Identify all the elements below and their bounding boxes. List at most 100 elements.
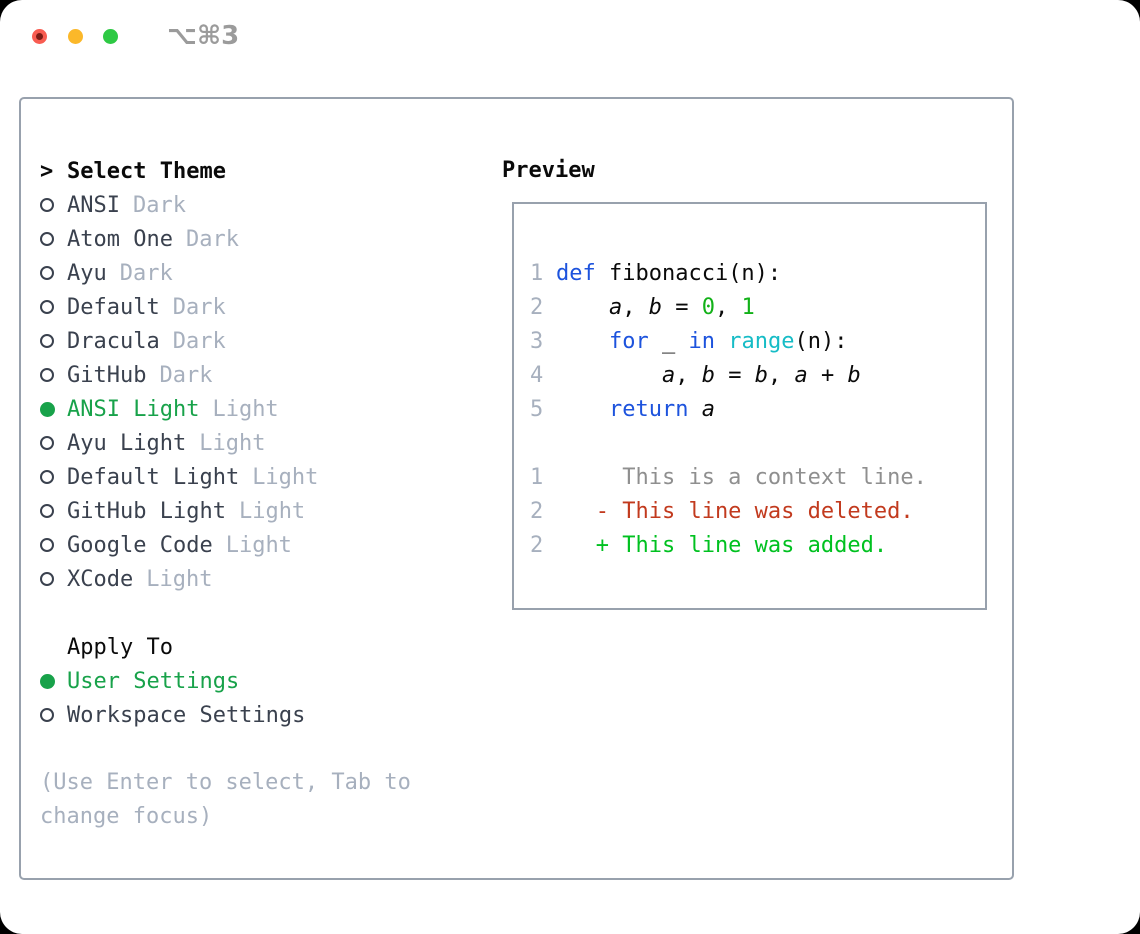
code-token (688, 397, 701, 422)
option-label: Ayu (67, 260, 107, 286)
code-token: a (701, 397, 715, 422)
code-token: b (847, 363, 861, 388)
theme-option-ansi-light[interactable]: ANSI Light Light (40, 392, 490, 426)
select-theme-title: Select Theme (67, 158, 226, 184)
code-token: (n): (794, 329, 848, 354)
spacer (40, 732, 490, 766)
option-label: Google Code (67, 532, 213, 558)
option-label: Dracula (67, 328, 160, 354)
radio-icon (40, 334, 54, 348)
theme-picker-left-column: > Select Theme ANSI Dark Atom One Dark A… (40, 154, 490, 834)
option-variant-label: Light (199, 430, 266, 456)
theme-picker-panel: > Select Theme ANSI Dark Atom One Dark A… (19, 97, 1014, 880)
code-line: 4 a, b = b, a + b (530, 359, 985, 393)
option-variant-label: Light (212, 396, 279, 422)
theme-option-github[interactable]: GitHub Dark (40, 358, 490, 392)
code-line: 1 This is a context line. (530, 461, 985, 495)
radio-icon (40, 232, 54, 246)
theme-list: ANSI Dark Atom One Dark Ayu Dark Default… (40, 188, 490, 596)
option-label: Workspace Settings (67, 702, 306, 728)
radio-icon (40, 401, 55, 417)
apply-to-header-row: Apply To (40, 630, 490, 664)
code-token (556, 363, 662, 388)
theme-option-default[interactable]: Default Dark (40, 290, 490, 324)
option-label: GitHub Light (67, 498, 226, 524)
apply-option-workspace-settings[interactable]: Workspace Settings (40, 698, 490, 732)
theme-option-ayu-light[interactable]: Ayu Light Light (40, 426, 490, 460)
prompt-icon: > (40, 158, 54, 184)
code-token (715, 329, 728, 354)
code-token: a (661, 363, 676, 388)
option-label: ANSI Light (67, 396, 200, 422)
option-variant-label: Light (238, 498, 306, 524)
spacer (40, 596, 490, 630)
theme-option-google-code[interactable]: Google Code Light (40, 528, 490, 562)
option-label: XCode (67, 566, 134, 592)
theme-option-ansi[interactable]: ANSI Dark (40, 188, 490, 222)
radio-icon (40, 266, 54, 280)
code-token: b (754, 363, 768, 388)
code-token: , (622, 295, 649, 320)
option-variant-label: Light (146, 566, 213, 592)
theme-option-github-light[interactable]: GitHub Light Light (40, 494, 490, 528)
code-token: + (807, 363, 848, 388)
option-label: Atom One (67, 226, 173, 252)
code-token: , (767, 363, 795, 388)
radio-icon (40, 673, 55, 689)
option-label: Default (67, 294, 160, 320)
line-number: 2 (530, 499, 544, 524)
window-titlebar: ⌥⌘3 (0, 0, 1140, 70)
line-number: 1 (530, 261, 544, 286)
close-button[interactable] (32, 29, 47, 44)
radio-icon (40, 368, 54, 382)
code-token: , (714, 295, 742, 320)
code-line: 2 - This line was deleted. (530, 495, 985, 529)
code-token: , (675, 363, 702, 388)
zoom-button[interactable] (103, 29, 118, 44)
code-token: 0 (701, 295, 715, 320)
theme-option-dracula[interactable]: Dracula Dark (40, 324, 490, 358)
code-token: _ (648, 329, 689, 354)
option-variant-label: Light (252, 464, 319, 490)
code-token: range (728, 329, 795, 354)
line-number: 2 (530, 295, 544, 320)
code-line: 2 + This line was added. (530, 529, 985, 563)
option-variant-label: Dark (185, 226, 239, 252)
line-number: 2 (530, 533, 544, 558)
select-theme-header-row: > Select Theme (40, 154, 490, 188)
option-variant-label: Dark (132, 192, 186, 218)
option-label: ANSI (67, 192, 120, 218)
radio-icon (40, 538, 54, 552)
code-token: b (701, 363, 715, 388)
option-variant-label: Dark (172, 294, 226, 320)
code-token: def (556, 261, 609, 286)
radio-icon (40, 198, 54, 212)
theme-option-default-light[interactable]: Default Light Light (40, 460, 490, 494)
option-label: GitHub (67, 362, 147, 388)
radio-icon (40, 300, 54, 314)
theme-option-xcode[interactable]: XCode Light (40, 562, 490, 596)
radio-icon (40, 470, 54, 484)
window-title: ⌥⌘3 (167, 21, 240, 51)
theme-option-ayu[interactable]: Ayu Dark (40, 256, 490, 290)
radio-icon (40, 436, 54, 450)
radio-icon (40, 572, 54, 586)
code-token: This is a context line. (556, 465, 927, 490)
apply-to-title: Apply To (67, 634, 173, 660)
code-token: = (714, 363, 755, 388)
theme-option-atom-one[interactable]: Atom One Dark (40, 222, 490, 256)
minimize-button[interactable] (68, 29, 83, 44)
apply-option-user-settings[interactable]: User Settings (40, 664, 490, 698)
line-number: 4 (530, 363, 544, 388)
code-token: a (608, 295, 623, 320)
option-label: Ayu Light (67, 430, 187, 456)
code-line: 5 return a (530, 393, 985, 427)
code-line: 2 a, b = 0, 1 (530, 291, 985, 325)
code-token (556, 295, 609, 320)
code-token: + This line was added. (556, 533, 888, 558)
option-variant-label: Light (225, 532, 292, 558)
code-token: return (608, 397, 689, 422)
